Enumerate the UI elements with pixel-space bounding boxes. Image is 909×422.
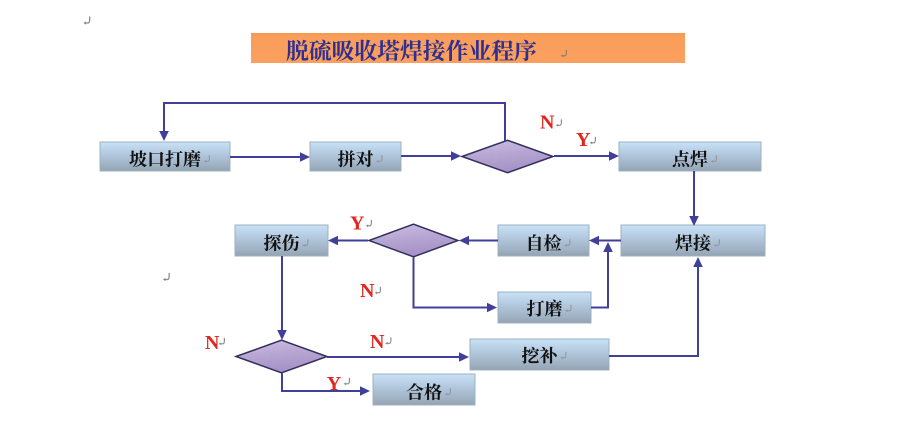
svg-text:N: N <box>360 280 375 302</box>
svg-text:Y: Y <box>576 129 591 151</box>
svg-text:Y: Y <box>327 373 342 395</box>
svg-text:N: N <box>205 332 220 354</box>
svg-text:N: N <box>540 112 555 134</box>
svg-text:N: N <box>370 331 385 353</box>
svg-text:Y: Y <box>350 213 365 235</box>
